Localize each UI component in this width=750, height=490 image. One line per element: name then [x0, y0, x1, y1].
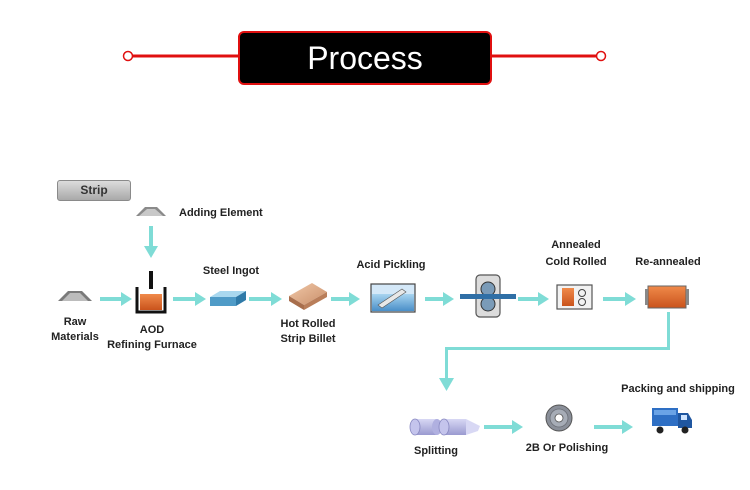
acid-pickling-icon	[370, 283, 416, 313]
label-re-annealed: Re-annealed	[635, 256, 701, 268]
steel-ingot-icon	[210, 291, 246, 306]
label-steel-ingot: Steel Ingot	[202, 265, 260, 277]
page-title: Process	[238, 31, 492, 85]
label-acid-pickling: Acid Pickling	[356, 259, 426, 271]
label-raw-materials: Raw Materials	[45, 315, 105, 345]
re-annealing-furnace-icon	[645, 285, 689, 309]
label-adding-element: Adding Element	[179, 207, 263, 219]
arrow-pickling-to-rolling	[425, 292, 454, 306]
hot-rolled-billet-icon	[289, 283, 327, 310]
arrow-splitting-to-polishing	[484, 420, 523, 434]
arrow-raw-to-aod	[100, 292, 132, 306]
label-aod: AOD Refining Furnace	[104, 323, 200, 353]
annealing-furnace-icon	[556, 284, 593, 310]
label-splitting: Splitting	[414, 445, 458, 457]
label-raw-materials-line2: Materials	[51, 331, 99, 343]
arrow-hotrolled-to-pickling	[331, 292, 360, 306]
title-connector	[122, 50, 607, 62]
label-hot-rolled: Hot Rolled Strip Billet	[273, 317, 343, 347]
cold-rolling-mill-icon	[460, 274, 516, 318]
label-annealed-line1: Annealed	[551, 239, 601, 251]
arrow-annealed-to-reannealed	[603, 292, 636, 306]
arrow-aod-to-ingot	[173, 292, 206, 306]
arrow-adding-to-aod	[144, 226, 158, 258]
label-packing-shipping: Packing and shipping	[621, 383, 735, 395]
raw-materials-icon	[58, 291, 92, 301]
flow-arrows	[100, 226, 670, 434]
label-aod-line1: AOD	[139, 324, 165, 336]
arrow-polishing-to-packing	[594, 420, 633, 434]
aod-furnace-icon	[135, 271, 167, 314]
polishing-coil-icon	[545, 404, 573, 432]
label-annealed-cold-rolled: Annealed Cold Rolled	[540, 238, 612, 270]
strip-label-button: Strip	[57, 180, 131, 201]
splitting-coils-icon	[409, 418, 480, 436]
arrow-rolling-to-annealed	[518, 292, 549, 306]
label-aod-line2: Refining Furnace	[107, 339, 197, 351]
label-hot-rolled-line1: Hot Rolled	[280, 318, 336, 330]
arrow-ingot-to-hotrolled	[249, 292, 282, 306]
truck-icon	[652, 408, 692, 434]
label-annealed-line2: Cold Rolled	[545, 256, 607, 268]
label-polishing: 2B Or Polishing	[525, 442, 609, 454]
label-raw-materials-line1: Raw	[63, 316, 87, 328]
adding-element-icon	[136, 207, 166, 216]
arrow-reannealed-to-splitting	[439, 312, 670, 391]
label-hot-rolled-line2: Strip Billet	[280, 333, 336, 345]
